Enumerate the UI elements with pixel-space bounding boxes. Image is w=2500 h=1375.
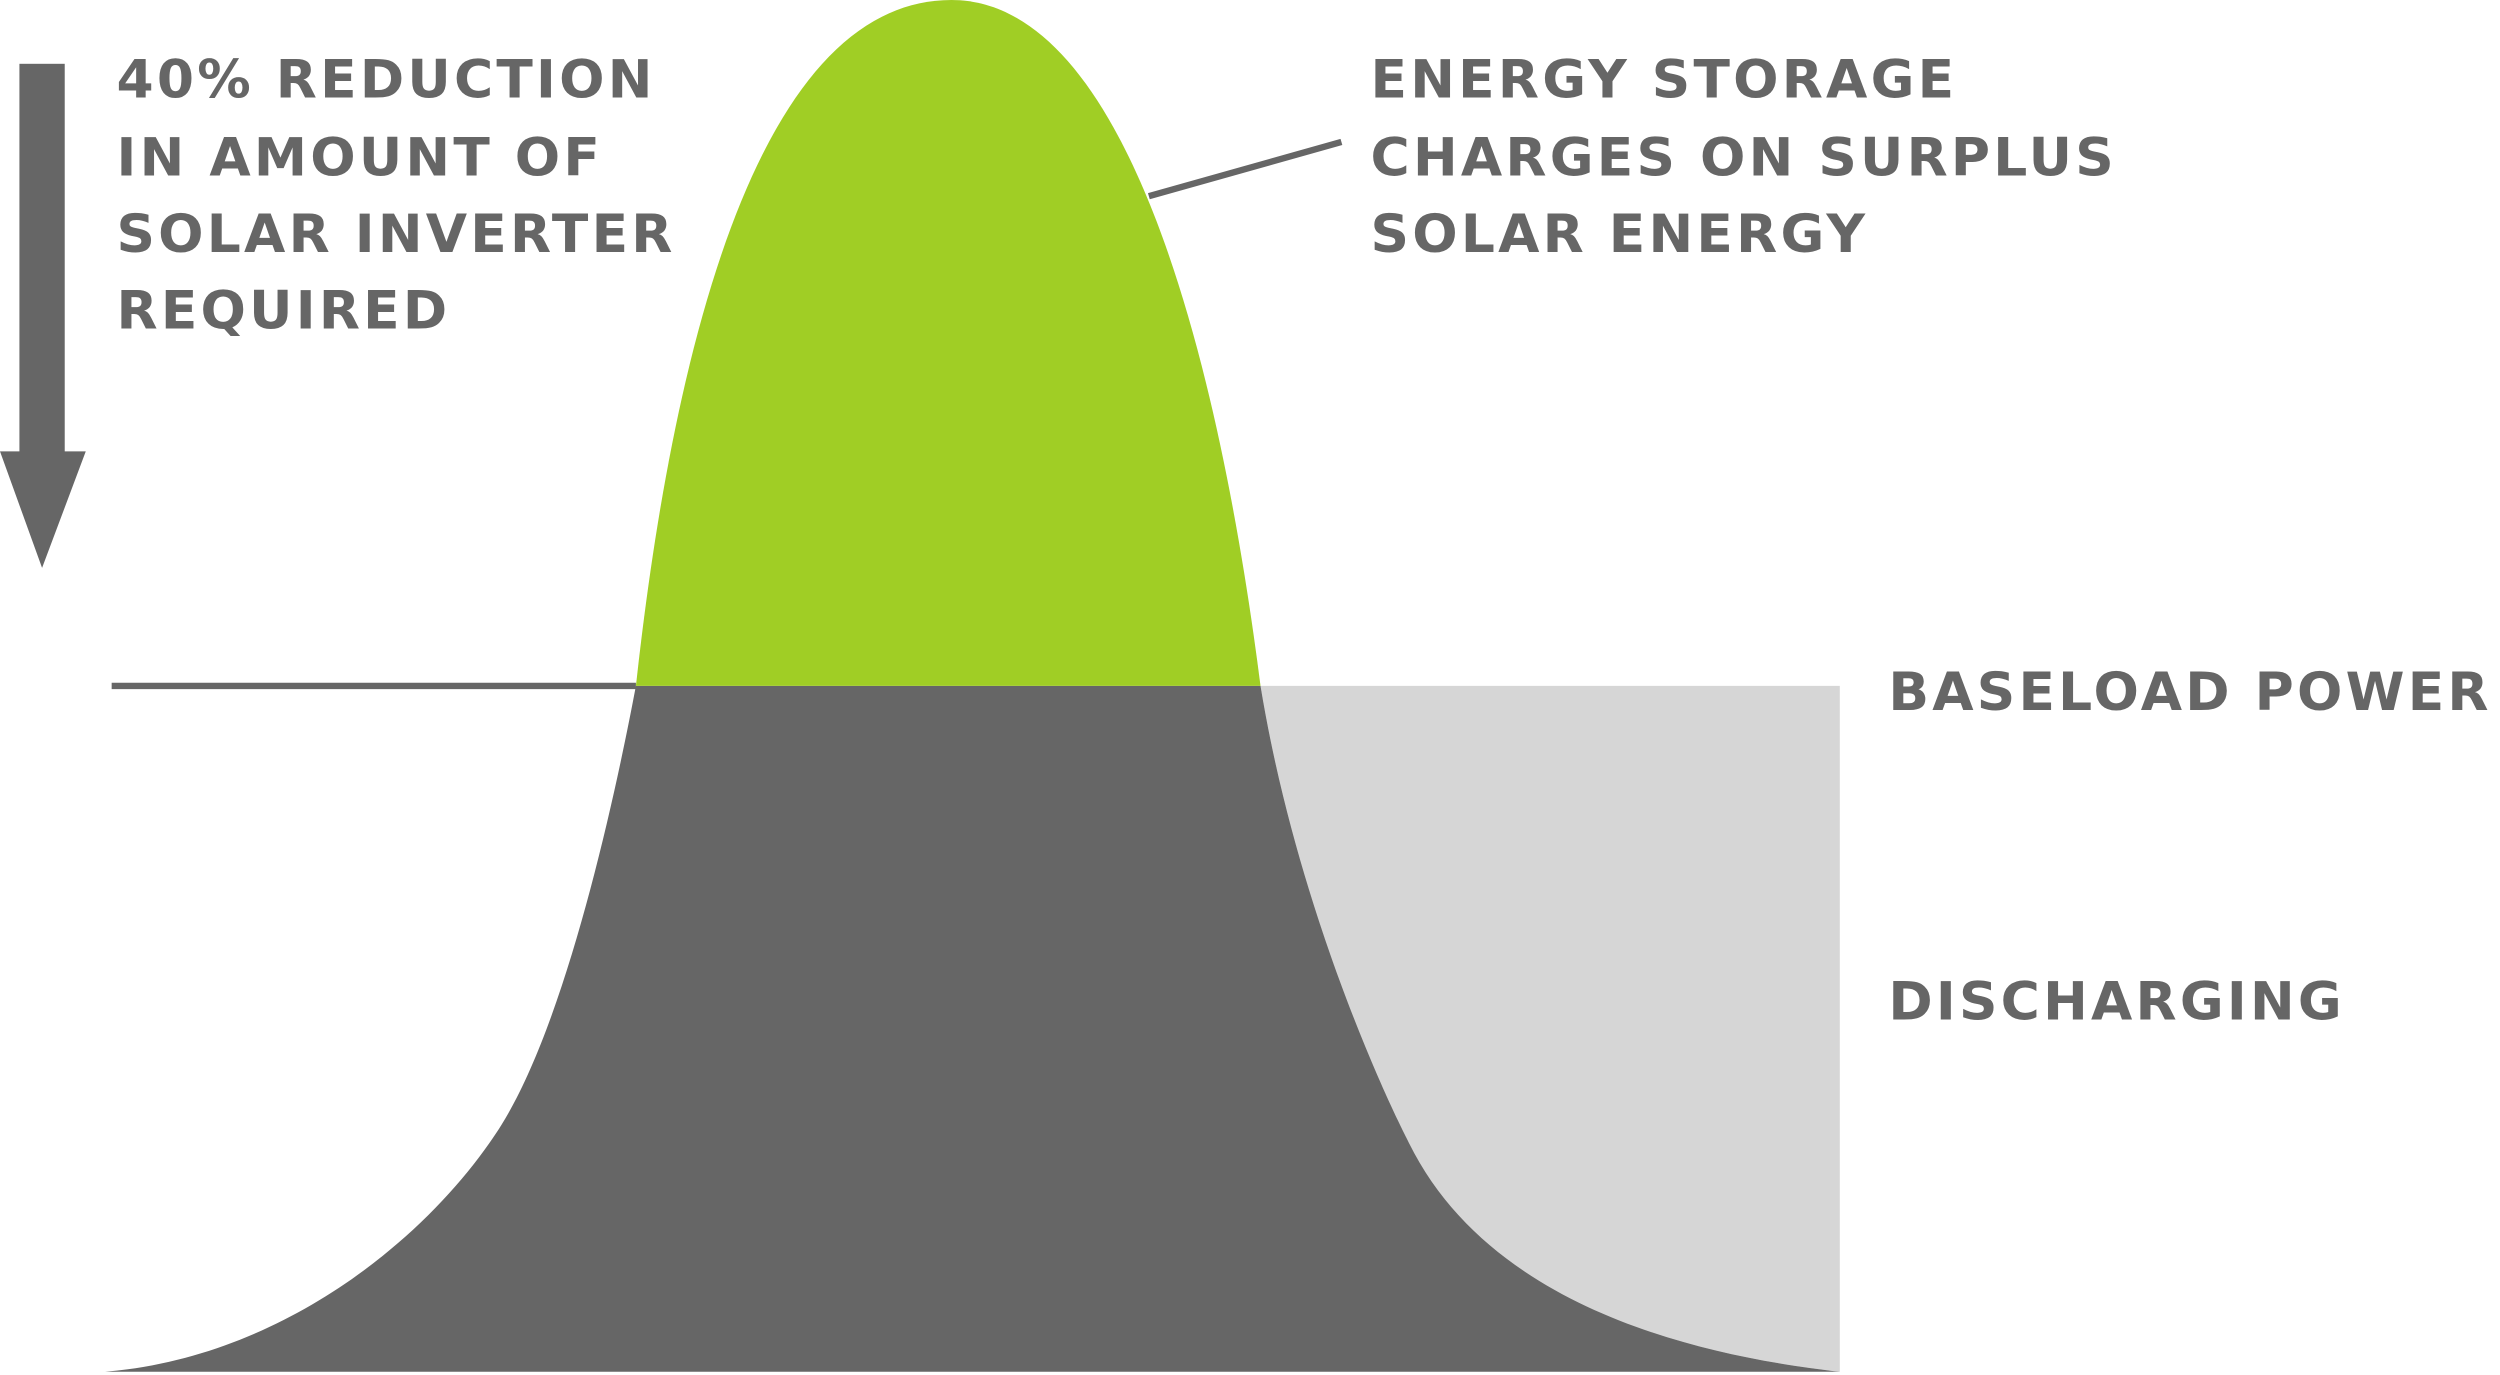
solar-surplus-area [635,0,1261,686]
baseload-label: BASELOAD POWER [1888,661,2491,723]
reduction-line-3: SOLAR INVERTER [117,203,676,265]
discharging-area [1260,685,1840,1372]
storage-line-2: CHARGES ON SURPLUS [1371,127,2117,189]
storage-leader-line [1147,138,1343,200]
down-arrow-icon [0,63,86,568]
storage-line-1: ENERGY STORAGE [1371,49,1958,111]
storage-line-3: SOLAR ENERGY [1371,203,1869,265]
discharging-label: DISCHARGING [1888,971,2345,1033]
reduction-line-1: 40% REDUCTION [117,49,656,111]
reduction-line-4: REQUIRED [117,280,451,342]
reduction-line-2: IN AMOUNT OF [117,127,604,189]
solar-used-area [105,685,1840,1372]
